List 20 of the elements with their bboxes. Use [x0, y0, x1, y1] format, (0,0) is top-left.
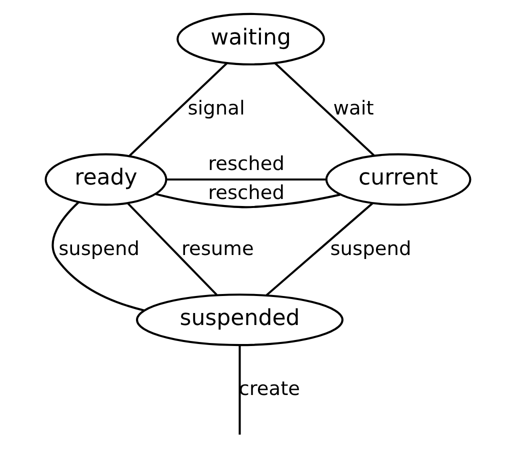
edge-label: resume	[181, 236, 254, 260]
node-ellipse: waiting	[176, 12, 324, 66]
connector	[265, 202, 373, 296]
edge-label: wait	[332, 96, 374, 120]
connector	[166, 178, 326, 181]
connector	[274, 62, 374, 156]
connector	[51, 202, 144, 312]
connector	[238, 345, 240, 435]
node-ellipse: suspended	[135, 294, 343, 346]
edge-label: resched	[208, 181, 284, 204]
node-ellipse: current	[324, 153, 471, 206]
connector	[128, 62, 228, 157]
edge-label: signal	[187, 96, 244, 120]
connector	[126, 202, 217, 296]
edge-label: suspend	[58, 236, 140, 260]
edge-label: suspend	[330, 236, 411, 260]
connector	[154, 193, 340, 208]
node-ellipse: ready	[44, 153, 167, 206]
edge-label: resched	[208, 152, 284, 176]
edge-label: create	[238, 377, 300, 400]
